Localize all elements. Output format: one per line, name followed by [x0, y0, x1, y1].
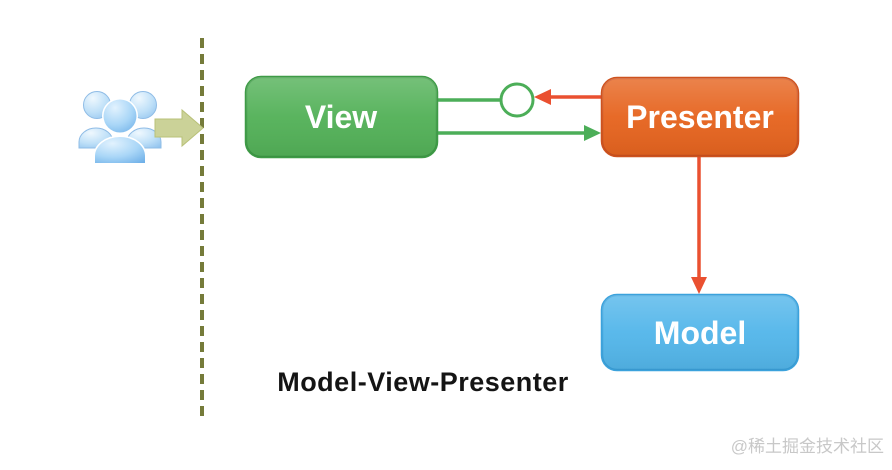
presenter-to-view-arrowhead	[534, 89, 551, 105]
users-icon	[78, 91, 162, 165]
model-node: Model	[600, 293, 800, 372]
view-to-presenter-arrowhead	[584, 125, 601, 141]
presenter-to-model-arrowhead	[691, 277, 707, 294]
user-input-arrow-icon	[154, 108, 204, 148]
view-node-label: View	[305, 99, 377, 135]
presenter-node-label: Presenter	[626, 99, 774, 135]
watermark-text: @稀土掘金技术社区	[731, 437, 884, 456]
presenter-node: Presenter	[600, 76, 800, 158]
view-node: View	[244, 75, 439, 159]
model-node-label: Model	[654, 315, 746, 351]
diagram-title: Model-View-Presenter	[277, 367, 569, 397]
connection-circle	[499, 82, 535, 118]
users-icon-front-head	[102, 98, 138, 134]
users-icon-front-body	[93, 135, 147, 165]
